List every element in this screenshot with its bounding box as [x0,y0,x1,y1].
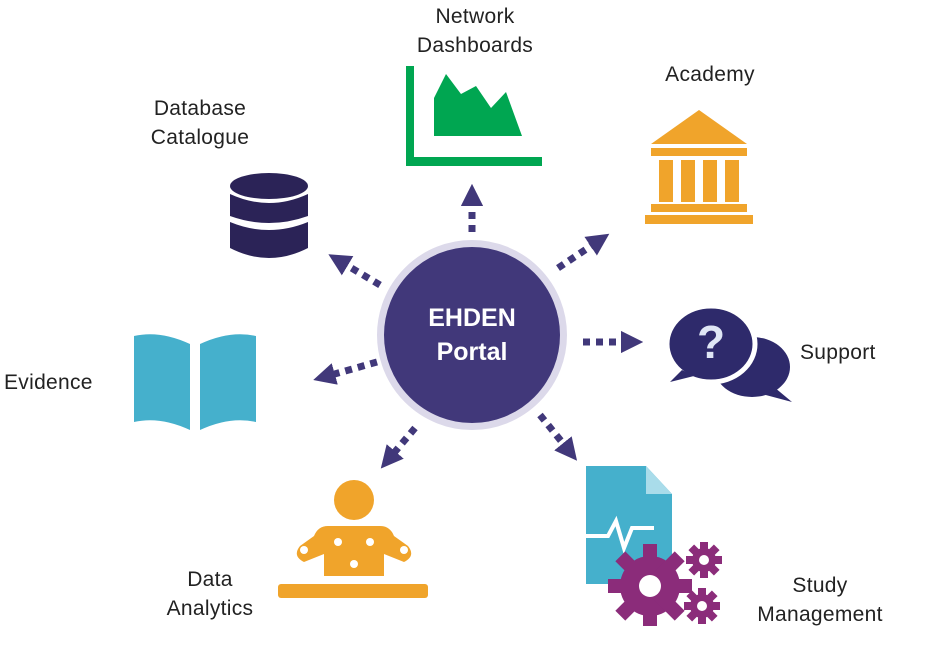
academy-label[interactable]: Academy [640,60,780,89]
arrow-evidence [313,358,378,385]
database-icon[interactable] [228,172,310,264]
label-line: Support [800,341,876,364]
label-line: Academy [665,63,755,86]
label-line: Study [792,574,848,597]
label-line: Analytics [166,597,254,620]
document-gears-icon[interactable] [584,466,726,626]
data-analytics-label[interactable]: Data Analytics [140,565,280,623]
arrow-database-catalogue [328,254,382,289]
label-line: Evidence [4,371,93,394]
svg-text:?: ? [697,316,725,368]
analyst-desk-icon[interactable] [278,480,430,602]
hub-title-line1: EHDEN [428,304,516,332]
institution-icon[interactable] [643,108,755,226]
area-chart-icon[interactable] [406,66,544,166]
question-chat-icon[interactable]: ? [664,302,796,404]
label-line: Network [435,5,515,28]
evidence-label[interactable]: Evidence [4,368,114,397]
label-line: Dashboards [416,34,534,57]
support-label[interactable]: Support [800,338,910,367]
arrow-study-management [537,412,578,461]
hub-title-line2: Portal [436,338,508,366]
label-line: Catalogue [150,126,250,149]
label-line: Management [757,603,883,626]
label-line: Data [187,568,233,591]
open-book-icon[interactable] [130,330,260,432]
ehden-portal-hub[interactable]: EHDEN Portal [377,240,567,430]
arrow-data-analytics [380,425,418,469]
arrow-academy [556,233,610,271]
label-line: Database [153,97,247,120]
network-dashboards-label[interactable]: Network Dashboards [400,2,550,60]
database-catalogue-label[interactable]: Database Catalogue [130,94,270,152]
study-management-label[interactable]: Study Management [740,571,900,629]
